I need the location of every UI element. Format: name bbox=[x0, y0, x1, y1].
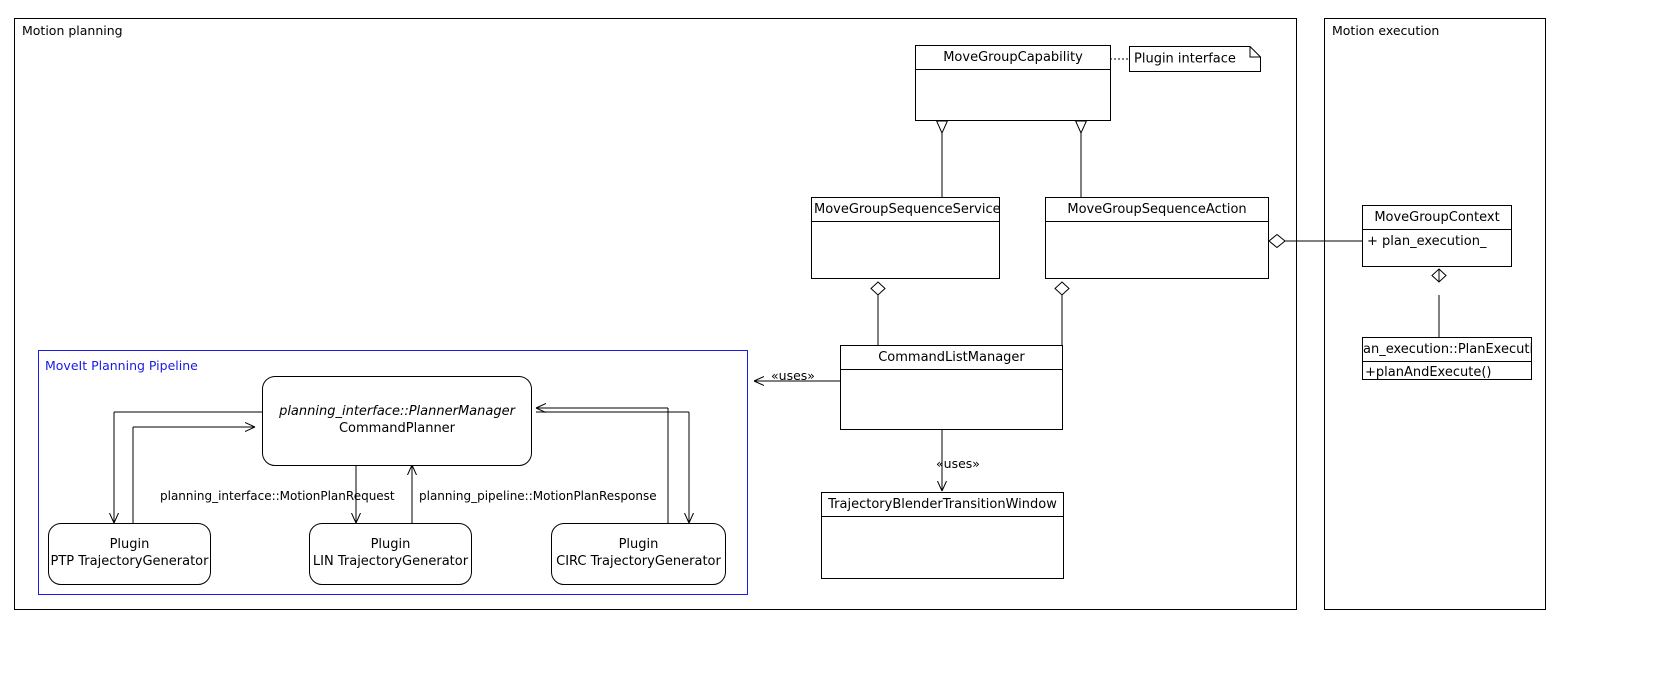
package-moveit-planning-pipeline-title: MoveIt Planning Pipeline bbox=[45, 358, 198, 373]
component-command-planner-name: CommandPlanner bbox=[338, 421, 456, 436]
class-move-group-context-attribute: + plan_execution_ bbox=[1367, 234, 1487, 249]
class-plan-execution-operation: +planAndExecute() bbox=[1365, 365, 1492, 380]
class-move-group-sequence-service[interactable]: MoveGroupSequenceService bbox=[811, 197, 1000, 279]
class-trajectory-blender-transition-window[interactable]: TrajectoryBlenderTransitionWindow bbox=[821, 492, 1064, 579]
component-circ-plugin-name: CIRC TrajectoryGenerator bbox=[556, 554, 721, 569]
note-plugin-interface-label: Plugin interface bbox=[1134, 51, 1236, 67]
class-move-group-capability[interactable]: MoveGroupCapability bbox=[915, 45, 1111, 121]
class-move-group-context[interactable]: MoveGroupContext + plan_execution_ bbox=[1362, 205, 1512, 267]
note-plugin-interface: Plugin interface bbox=[1129, 46, 1261, 72]
package-motion-execution bbox=[1324, 18, 1546, 610]
edge-label-motion-plan-request: planning_interface::MotionPlanRequest bbox=[160, 489, 395, 503]
component-lin-plugin[interactable]: Plugin LIN TrajectoryGenerator bbox=[309, 523, 472, 585]
component-ptp-plugin-name: PTP TrajectoryGenerator bbox=[50, 554, 209, 569]
component-lin-plugin-kind: Plugin bbox=[370, 537, 411, 553]
component-circ-plugin-kind: Plugin bbox=[618, 537, 659, 553]
class-move-group-sequence-action[interactable]: MoveGroupSequenceAction bbox=[1045, 197, 1269, 279]
class-move-group-context-name: MoveGroupContext bbox=[1363, 206, 1511, 230]
package-moveit-planning-pipeline bbox=[38, 350, 748, 595]
edge-label-uses-pipeline: «uses» bbox=[771, 368, 815, 383]
component-ptp-plugin-kind: Plugin bbox=[109, 537, 150, 553]
class-command-list-manager-name: CommandListManager bbox=[841, 346, 1062, 370]
edge-label-motion-plan-response: planning_pipeline::MotionPlanResponse bbox=[419, 489, 657, 503]
component-command-planner[interactable]: planning_interface::PlannerManager Comma… bbox=[262, 376, 532, 466]
class-command-list-manager[interactable]: CommandListManager bbox=[840, 345, 1063, 430]
edge-label-uses-blender: «uses» bbox=[936, 456, 980, 471]
component-command-planner-stereotype: planning_interface::PlannerManager bbox=[279, 404, 515, 420]
class-move-group-sequence-service-name: MoveGroupSequenceService bbox=[812, 198, 999, 222]
class-move-group-sequence-action-name: MoveGroupSequenceAction bbox=[1046, 198, 1268, 222]
component-ptp-plugin[interactable]: Plugin PTP TrajectoryGenerator bbox=[48, 523, 211, 585]
component-circ-plugin[interactable]: Plugin CIRC TrajectoryGenerator bbox=[551, 523, 726, 585]
package-motion-execution-title: Motion execution bbox=[1332, 23, 1440, 38]
package-motion-planning bbox=[14, 18, 1297, 610]
component-lin-plugin-name: LIN TrajectoryGenerator bbox=[312, 554, 469, 569]
note-shape bbox=[1129, 46, 1261, 72]
class-plan-execution[interactable]: an_execution::PlanExecuti +planAndExecut… bbox=[1362, 337, 1532, 380]
class-move-group-capability-name: MoveGroupCapability bbox=[916, 46, 1110, 70]
class-plan-execution-name: an_execution::PlanExecuti bbox=[1363, 338, 1531, 362]
class-trajectory-blender-transition-window-name: TrajectoryBlenderTransitionWindow bbox=[822, 493, 1063, 517]
package-motion-planning-title: Motion planning bbox=[22, 23, 123, 38]
